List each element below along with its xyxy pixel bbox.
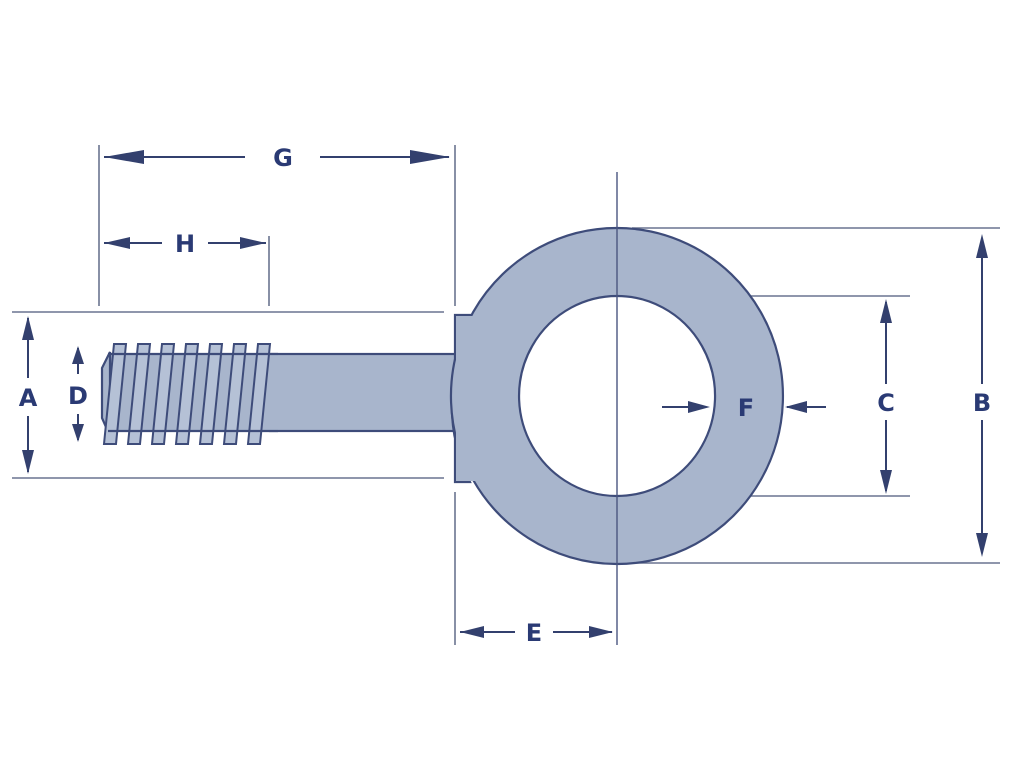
- label-d: D: [68, 382, 88, 410]
- dimension-d: [72, 346, 84, 442]
- eye-bolt: [100, 226, 784, 566]
- dimension-g: [104, 150, 450, 164]
- dimension-e: [460, 626, 613, 638]
- label-g: G: [273, 144, 293, 172]
- threads: [102, 343, 272, 445]
- dimension-a: [22, 316, 34, 474]
- dimension-c: [880, 299, 892, 494]
- label-b: B: [973, 389, 991, 417]
- label-c: C: [877, 389, 895, 417]
- label-h: H: [175, 230, 195, 258]
- extension-lines: [12, 145, 1000, 645]
- dimension-h: [104, 237, 266, 249]
- label-a: A: [19, 384, 38, 412]
- label-f: F: [738, 394, 754, 422]
- dimension-f: [662, 401, 826, 413]
- eye-ring: [449, 226, 784, 566]
- dimension-b: [976, 234, 988, 557]
- label-e: E: [526, 619, 542, 647]
- shank: [268, 352, 464, 433]
